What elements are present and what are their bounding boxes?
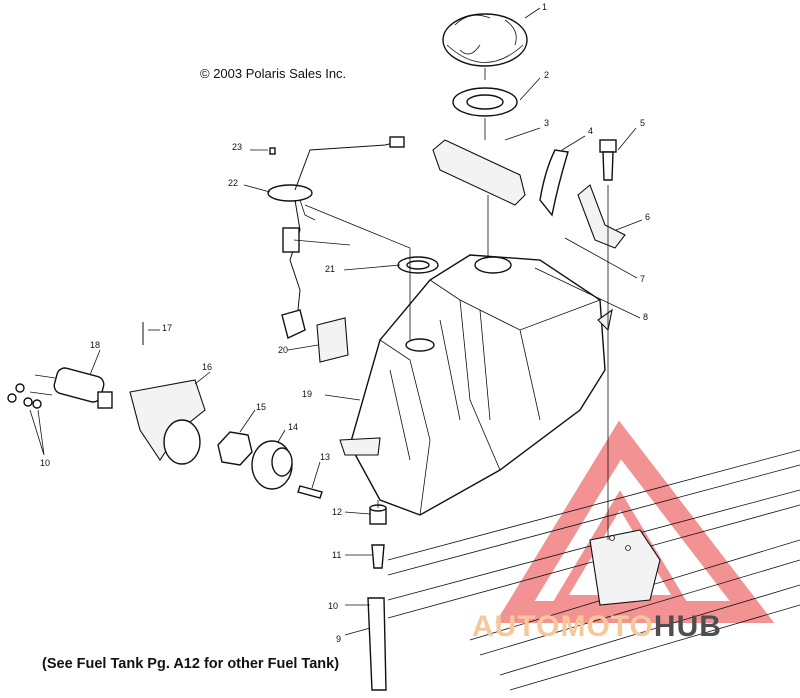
watermark-brand-part1: AUTOMOTO [472,610,654,643]
tank-bracket [577,184,626,249]
grommet [251,440,293,490]
callout-21: 21 [325,264,335,274]
warning-label [316,317,349,363]
watermark-brand-part2: HUB [653,610,722,643]
callout-10-clamps: 10 [40,458,50,468]
callout-numbers: 1 2 3 4 5 6 7 8 9 10 10 11 12 13 14 15 1… [40,2,650,644]
screw-23 [269,147,276,155]
callout-3: 3 [544,118,549,128]
fuel-sender [267,136,405,339]
callout-4: 4 [588,126,593,136]
callout-14: 14 [288,422,298,432]
copyright-notice: © 2003 Polaris Sales Inc. [200,66,347,81]
callout-20: 20 [278,345,288,355]
callout-11: 11 [332,550,341,560]
footnote-reference: (See Fuel Tank Pg. A12 for other Fuel Ta… [42,656,340,672]
hose-fitting [371,544,385,569]
fuel-pump [29,367,113,409]
frame-rails [387,449,800,691]
callout-15: 15 [256,402,266,412]
fuel-cap [442,13,528,67]
leader-lines [29,7,643,636]
fuel-tank [339,254,613,516]
callout-13: 13 [320,452,330,462]
callout-16: 16 [202,362,212,372]
callout-7: 7 [640,274,645,284]
callout-12: 12 [332,507,342,517]
callout-1: 1 [542,2,547,12]
cap-gasket [452,87,518,117]
callout-19: 19 [302,389,312,399]
hose-clamps [7,383,42,409]
bracket-ring [163,419,201,465]
callout-5: 5 [640,118,645,128]
callout-2: 2 [544,70,549,80]
fuel-hose [367,597,387,691]
callout-10-hose: 10 [328,601,338,611]
sender-gasket [397,256,439,274]
mount-bolt [599,139,617,181]
callout-18: 18 [90,340,100,350]
callout-8: 8 [643,312,648,322]
callout-23: 23 [232,142,242,152]
vent-hose [539,149,569,217]
lock-nut [217,431,253,466]
watermark-brand: AUTOMOTOHUB [472,610,722,644]
tank-pad [432,139,526,206]
callout-22: 22 [228,178,238,188]
callout-6: 6 [645,212,650,222]
callout-9: 9 [336,634,341,644]
screw-13 [297,485,323,499]
callout-17: 17 [162,323,172,333]
